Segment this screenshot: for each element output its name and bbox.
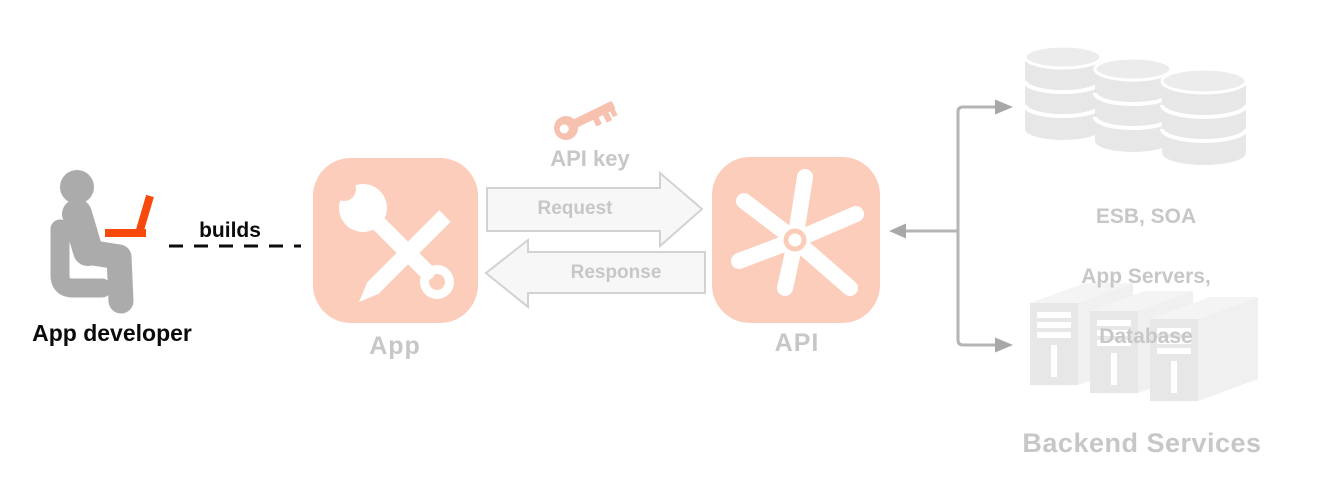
app-developer-label: App developer bbox=[32, 320, 192, 346]
api-key-icon bbox=[554, 101, 618, 140]
api-node-label: API bbox=[774, 329, 820, 357]
api-key-label: API key bbox=[550, 146, 630, 171]
request-arrow-label: Request bbox=[537, 198, 613, 219]
backend-connector bbox=[889, 99, 1013, 353]
builds-label: builds bbox=[199, 219, 261, 242]
esb-label-line3: Database bbox=[1099, 325, 1193, 348]
backend-services-label: Backend Services bbox=[1022, 428, 1262, 458]
esb-label: ESB, SOA App Servers, Database bbox=[1046, 172, 1246, 352]
laptop-icon bbox=[105, 194, 154, 237]
response-arrow bbox=[484, 237, 706, 310]
app-developer-icon bbox=[50, 170, 134, 314]
esb-label-line2: App Servers, bbox=[1081, 265, 1211, 288]
servers-icon bbox=[1030, 283, 1258, 401]
api-icon bbox=[712, 157, 880, 323]
esb-label-line1: ESB, SOA bbox=[1095, 205, 1197, 228]
database-icon bbox=[1023, 44, 1248, 165]
response-arrow-label: Response bbox=[570, 262, 662, 283]
request-arrow bbox=[486, 170, 704, 249]
app-icon bbox=[313, 158, 478, 323]
app-node-label: App bbox=[369, 332, 421, 360]
